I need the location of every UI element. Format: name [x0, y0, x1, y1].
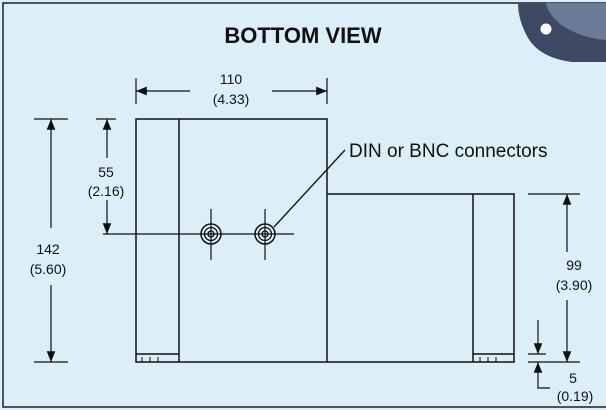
connector-offset-mm: 55	[98, 164, 114, 180]
height-mm: 142	[36, 241, 60, 257]
right-section-foot-ticks	[479, 357, 497, 362]
width-dimension	[135, 78, 328, 104]
foot-dimension	[528, 320, 550, 389]
foot-mm: 5	[569, 370, 577, 386]
width-in: (4.33)	[213, 91, 250, 107]
height-dimension	[34, 118, 68, 363]
connector-offset-in: (2.16)	[88, 183, 125, 199]
connector-offset-dimension	[96, 118, 116, 234]
width-mm: 110	[220, 71, 243, 87]
right-section	[327, 193, 515, 363]
height-in: (5.60)	[30, 261, 67, 277]
right-height-in: (3.90)	[556, 277, 593, 293]
callout-leader	[273, 149, 346, 228]
connector-left	[200, 209, 222, 260]
foot-in: (0.19)	[557, 388, 594, 404]
connector-callout: DIN or BNC connectors	[349, 141, 548, 162]
view-title: BOTTOM VIEW	[224, 23, 381, 48]
connector-photo	[518, 3, 606, 62]
connector-right	[254, 209, 276, 260]
main-body	[135, 118, 328, 363]
right-height-mm: 99	[566, 257, 582, 273]
main-body-foot-ticks	[141, 357, 159, 362]
